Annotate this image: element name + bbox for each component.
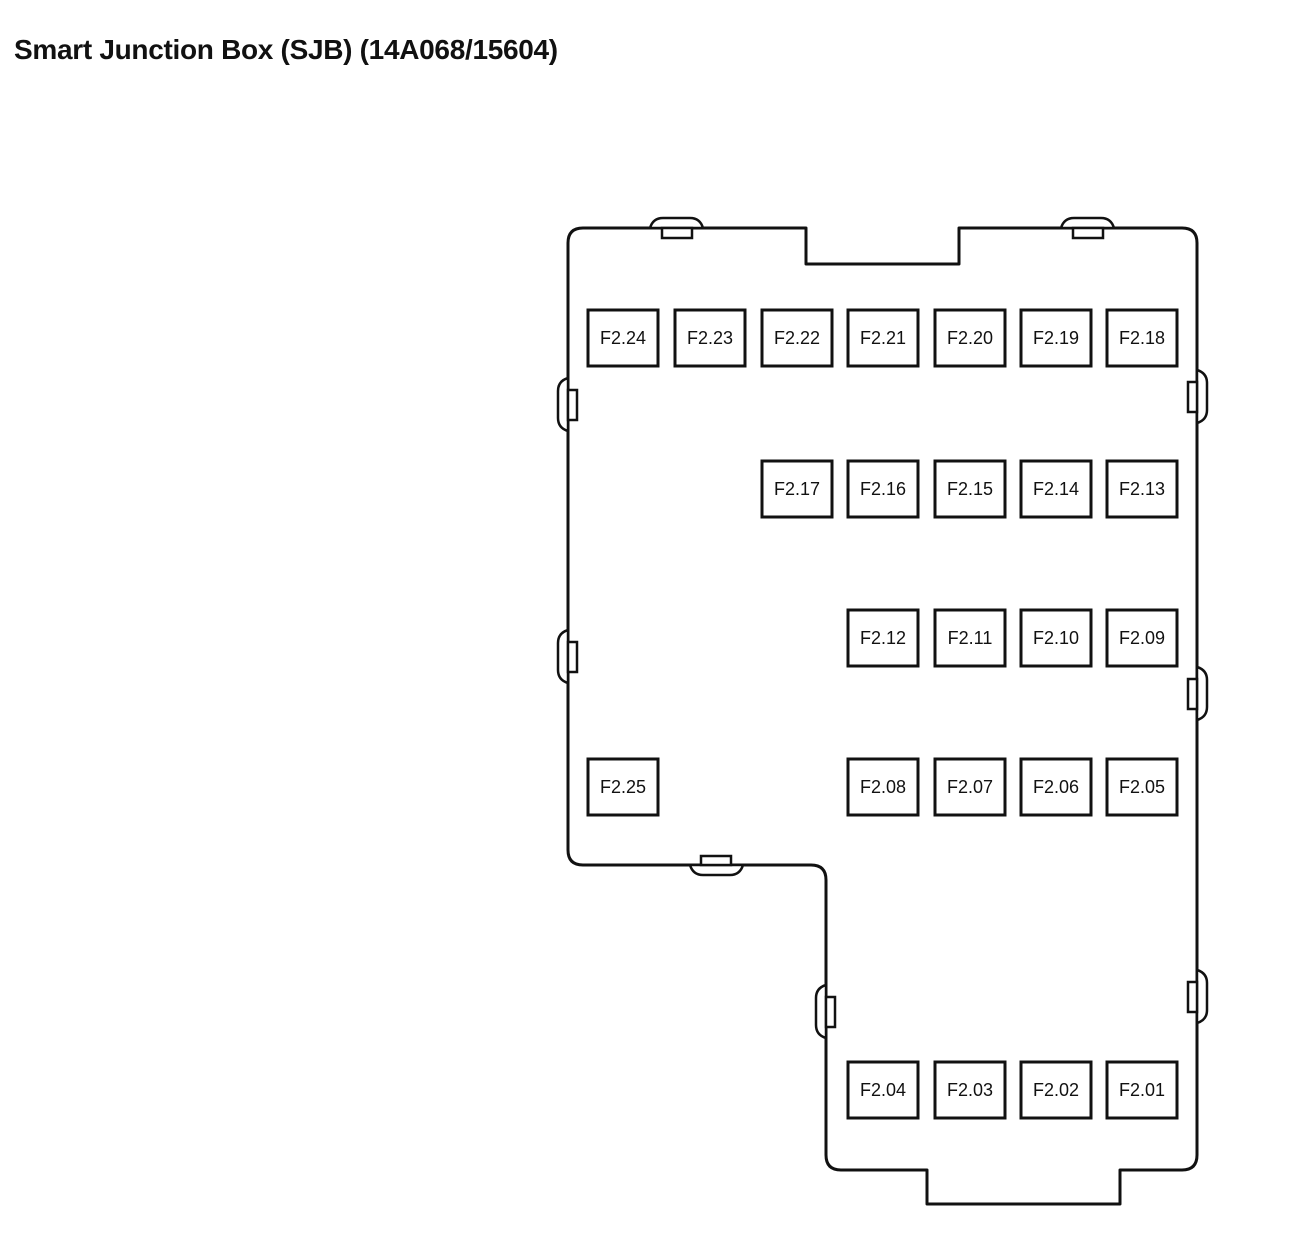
fuse-slot [1019, 1060, 1093, 1120]
page-title: Smart Junction Box (SJB) (14A068/15604) [14, 34, 558, 65]
fuse-slot [846, 757, 920, 817]
fuse-slot [846, 608, 920, 668]
fuse-slot [1019, 459, 1093, 519]
fuse-f2-09: F2.09 [1105, 608, 1179, 668]
fuse-label: F2.17 [774, 479, 820, 499]
fuse-label: F2.24 [600, 328, 646, 348]
fuse-label: F2.10 [1033, 628, 1079, 648]
fuse-slot [933, 308, 1007, 368]
mounting-clip-left-middle [556, 628, 579, 685]
fuse-label: F2.06 [1033, 777, 1079, 797]
fuse-slot [1019, 757, 1093, 817]
fuse-f2-17: F2.17 [760, 459, 834, 519]
mounting-clip-right-lower [1186, 968, 1209, 1025]
fuse-label: F2.15 [947, 479, 993, 499]
fuse-f2-08: F2.08 [846, 757, 920, 817]
fuse-label: F2.21 [860, 328, 906, 348]
fuse-f2-10: F2.10 [1019, 608, 1093, 668]
fuse-slot [933, 1060, 1007, 1120]
fuse-slot [1105, 1060, 1179, 1120]
fuse-f2-22: F2.22 [760, 308, 834, 368]
fuse-slot [1105, 459, 1179, 519]
fuse-f2-23: F2.23 [673, 308, 747, 368]
junction-box-outline [566, 226, 1199, 1206]
fuse-slot [586, 757, 660, 817]
fuse-label: F2.18 [1119, 328, 1165, 348]
fuse-f2-19: F2.19 [1019, 308, 1093, 368]
fuse-label: F2.23 [687, 328, 733, 348]
fuse-f2-15: F2.15 [933, 459, 1007, 519]
mounting-clip-left-upper [556, 376, 579, 433]
fuse-f2-06: F2.06 [1019, 757, 1093, 817]
fuse-f2-03: F2.03 [933, 1060, 1007, 1120]
fuse-f2-01: F2.01 [1105, 1060, 1179, 1120]
fuse-slot [1019, 308, 1093, 368]
mounting-clip-right-middle [1186, 665, 1209, 722]
fuse-f2-12: F2.12 [846, 608, 920, 668]
fuse-label: F2.22 [774, 328, 820, 348]
fuse-f2-24: F2.24 [586, 308, 660, 368]
fuse-f2-04: F2.04 [846, 1060, 920, 1120]
fuse-f2-05: F2.05 [1105, 757, 1179, 817]
fuse-label: F2.19 [1033, 328, 1079, 348]
fuse-label: F2.08 [860, 777, 906, 797]
fuse-slot [1105, 308, 1179, 368]
fuse-slot [933, 757, 1007, 817]
fuse-f2-20: F2.20 [933, 308, 1007, 368]
fuse-f2-25: F2.25 [586, 757, 660, 817]
mounting-clip-top-right [1059, 216, 1116, 240]
fuse-label: F2.20 [947, 328, 993, 348]
fuse-slot [760, 459, 834, 519]
fuse-slot [846, 459, 920, 519]
fuse-label: F2.13 [1119, 479, 1165, 499]
fuse-label: F2.04 [860, 1080, 906, 1100]
mounting-clip-ledge [688, 854, 745, 877]
fuse-label: F2.25 [600, 777, 646, 797]
fuse-slot [1105, 608, 1179, 668]
fuse-slot [933, 459, 1007, 519]
fuse-f2-14: F2.14 [1019, 459, 1093, 519]
fuse-slot [846, 1060, 920, 1120]
fuse-slot [760, 308, 834, 368]
fuse-slot [1019, 608, 1093, 668]
fuse-f2-11: F2.11 [933, 608, 1007, 668]
fuse-slot [1105, 757, 1179, 817]
mounting-clip-left-lower [814, 983, 837, 1040]
fuse-f2-02: F2.02 [1019, 1060, 1093, 1120]
fuse-label: F2.14 [1033, 479, 1079, 499]
fuse-f2-21: F2.21 [846, 308, 920, 368]
fuse-slot [673, 308, 747, 368]
fuse-f2-16: F2.16 [846, 459, 920, 519]
fuse-label: F2.05 [1119, 777, 1165, 797]
mounting-clip-right-upper [1186, 368, 1209, 425]
mounting-clip-top-left [648, 216, 705, 240]
fuse-label: F2.01 [1119, 1080, 1165, 1100]
fuse-label: F2.02 [1033, 1080, 1079, 1100]
fuse-label: F2.11 [948, 628, 993, 648]
fuse-f2-07: F2.07 [933, 757, 1007, 817]
fuse-slot [586, 308, 660, 368]
fuse-slot [933, 608, 1007, 668]
fuse-label: F2.16 [860, 479, 906, 499]
fuse-label: F2.12 [860, 628, 906, 648]
fuse-f2-18: F2.18 [1105, 308, 1179, 368]
fuse-label: F2.07 [947, 777, 993, 797]
fuse-label: F2.03 [947, 1080, 993, 1100]
fuse-f2-13: F2.13 [1105, 459, 1179, 519]
fuse-label: F2.09 [1119, 628, 1165, 648]
fuse-layer: F2.24 F2.23 F2.22 F2.21 F2.20 F2.19 F2.18F2.17… [586, 308, 1179, 1120]
fuse-slot [846, 308, 920, 368]
